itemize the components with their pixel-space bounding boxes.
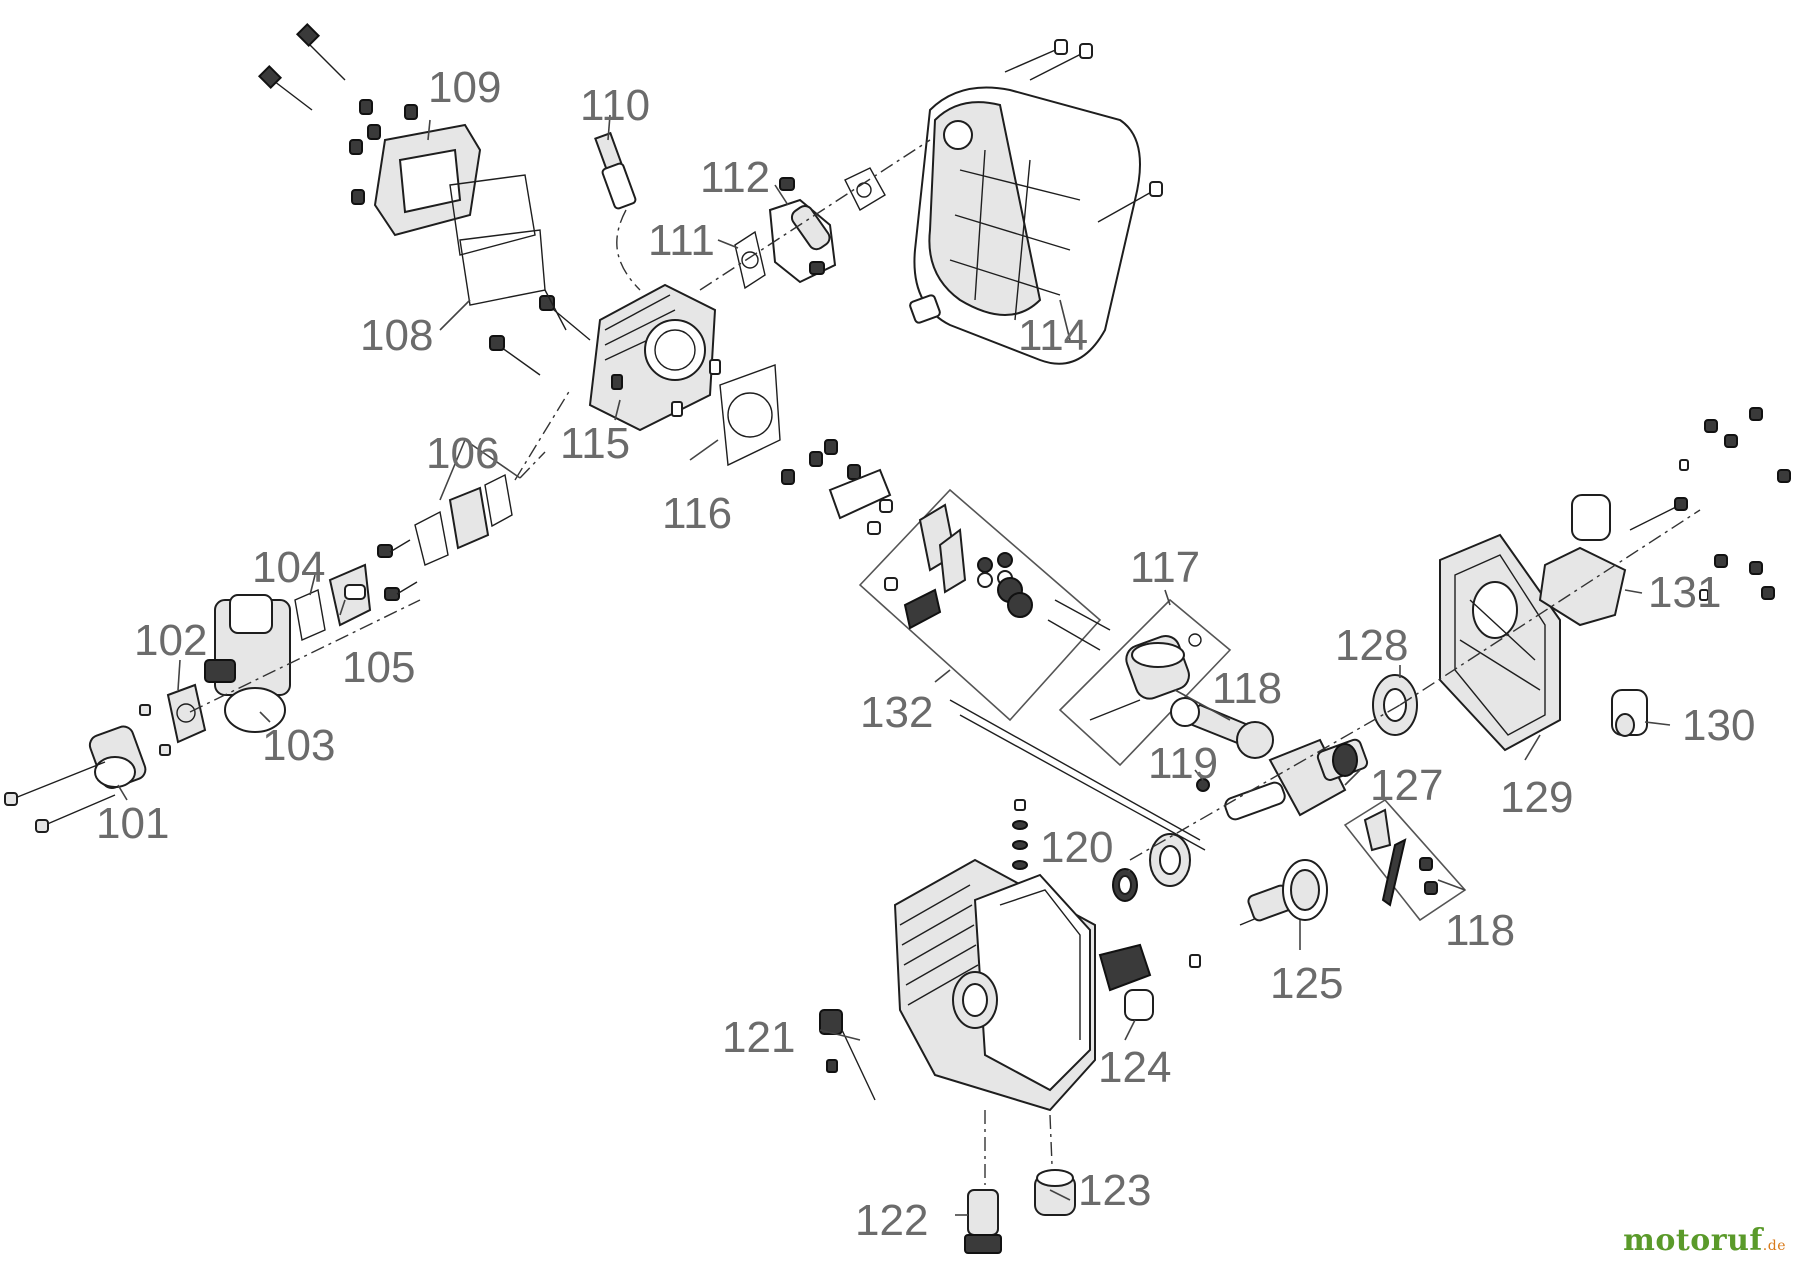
crankcase-bearing-part [1372, 674, 1418, 736]
part-number-115: 115 [560, 419, 630, 468]
part-number-132: 132 [860, 688, 933, 737]
assembly-line-intake [189, 599, 421, 713]
part-number-111: 111 [648, 216, 715, 265]
piston-kit-part [1058, 598, 1232, 767]
shaft-support-part [1611, 689, 1648, 737]
camshaft-part [1239, 859, 1328, 926]
oil-drain-plug-part [964, 1110, 1002, 1254]
brand-watermark: motoruf.de [1623, 1223, 1786, 1258]
main-bearing-part [1149, 833, 1191, 887]
crankshaft-part [1224, 738, 1369, 821]
part-number-106: 106 [426, 429, 499, 478]
carburetor-gasket-part [294, 589, 326, 641]
air-intake-elbow-part [4, 725, 147, 833]
bolt-group-valve-cover [257, 22, 418, 205]
exhaust-gasket-part [734, 230, 766, 290]
part-number-127: 127 [1370, 761, 1443, 810]
part-number-120: 120 [1040, 823, 1113, 872]
carburetor-part [204, 594, 291, 733]
assembly-line-head [514, 389, 571, 481]
intake-gasket-part [414, 473, 513, 566]
valve-cover-part [373, 123, 482, 237]
part-number-108: 108 [360, 311, 433, 360]
connecting-rod-part [1170, 697, 1274, 759]
exhaust-manifold-part [768, 167, 886, 284]
oil-seal-part [1112, 868, 1138, 902]
part-number-121: 121 [722, 1013, 795, 1062]
assembly-line-crank [1129, 509, 1701, 861]
governor-kit-part [1343, 798, 1467, 922]
bolt-group-cover [1679, 407, 1791, 601]
crankcase-cover-part [1439, 533, 1561, 752]
part-number-131: 131 [1648, 568, 1721, 617]
governor-lever-part [819, 1009, 876, 1101]
part-number-102: 102 [134, 616, 207, 665]
oil-filler-part [1098, 943, 1201, 1021]
part-number-112: 112 [700, 153, 770, 202]
part-number-104: 104 [252, 543, 325, 592]
assembly-line-exhaust [699, 139, 931, 291]
part-number-125: 125 [1270, 959, 1343, 1008]
part-number-130: 130 [1682, 701, 1755, 750]
carburetor-insulator-part [328, 539, 418, 627]
leader-lines [117, 114, 1671, 1216]
engine-block-part [893, 858, 1096, 1112]
part-number-124: 124 [1098, 1043, 1171, 1092]
valve-train-kit-part [858, 488, 1206, 851]
brand-suffix: .de [1762, 1238, 1786, 1254]
part-number-118-conrod: 118 [1212, 664, 1282, 713]
part-number-122: 122 [855, 1196, 928, 1245]
part-number-128: 128 [1335, 621, 1408, 670]
part-number-101: 101 [96, 799, 169, 848]
head-gasket-part [719, 364, 781, 467]
brand-name: motoruf [1623, 1223, 1763, 1258]
cylinder-head-part [588, 283, 717, 432]
part-number-118-governor: 118 [1445, 906, 1515, 955]
breather-hardware-part [1012, 799, 1028, 870]
part-number-103: 103 [262, 721, 335, 770]
oil-sensor-part [1034, 1114, 1076, 1216]
part-number-116: 116 [662, 489, 732, 538]
muffler-part [909, 39, 1163, 365]
part-number-114: 114 [1018, 311, 1088, 360]
part-number-123: 123 [1078, 1166, 1151, 1215]
bolt-group-rocker [781, 439, 893, 535]
part-number-110: 110 [580, 81, 650, 130]
part-number-117: 117 [1130, 543, 1200, 592]
bolt-group-cylinder-head [489, 289, 721, 417]
air-filter-gasket-part [139, 683, 207, 756]
part-number-105: 105 [342, 643, 415, 692]
part-number-119: 119 [1148, 739, 1218, 788]
part-number-129: 129 [1500, 773, 1573, 822]
part-number-109: 109 [428, 63, 501, 112]
spark-plug-part [594, 131, 641, 291]
